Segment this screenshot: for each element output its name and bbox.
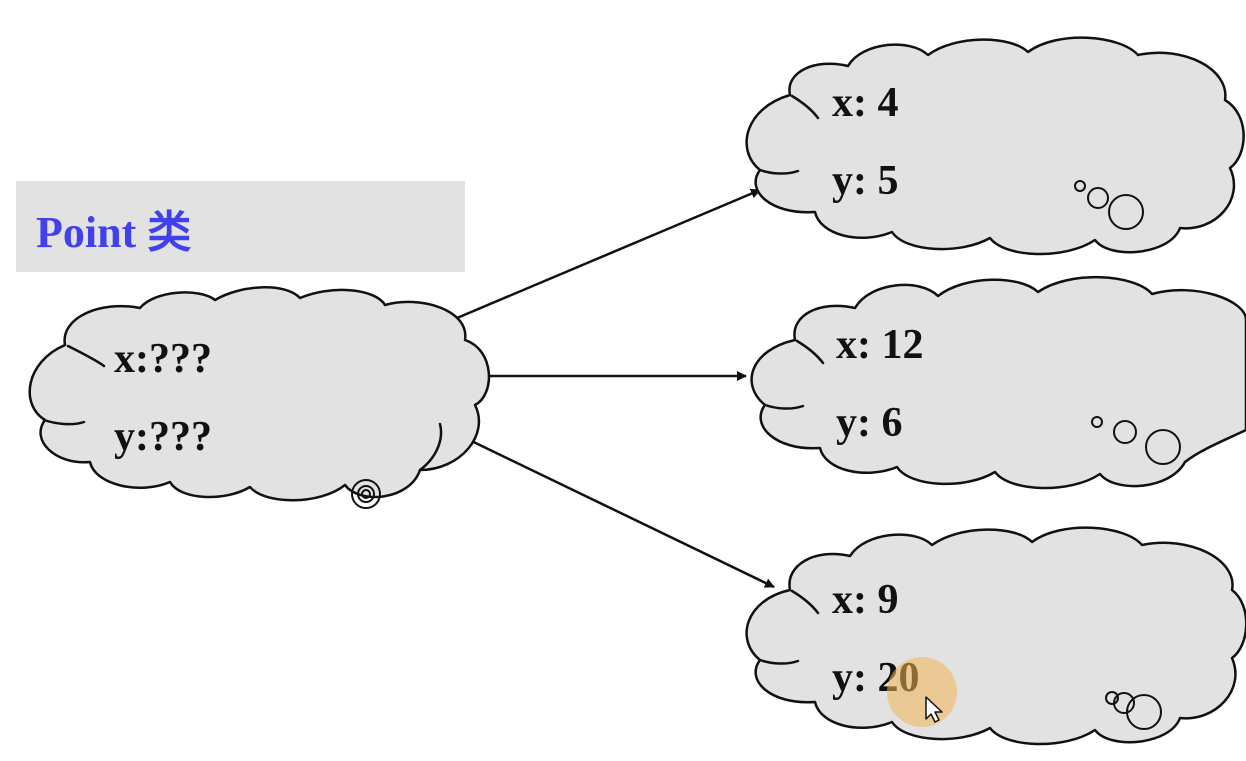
instance-cloud-1: x: 4 y: 5	[745, 36, 1245, 256]
thought-bubble-small	[1091, 416, 1103, 428]
class-y-field: y:???	[114, 414, 212, 460]
thought-bubble-medium	[1113, 420, 1137, 444]
instance-cloud-2: x: 12 y: 6	[750, 276, 1246, 490]
arrow-to-instance-1	[456, 188, 761, 320]
cursor-highlight	[887, 657, 957, 727]
instance-cloud-shape	[745, 36, 1245, 256]
thought-bubble-large	[1126, 694, 1162, 730]
instance-2-y-field: y: 6	[836, 400, 903, 446]
instance-1-y-field: y: 5	[832, 158, 899, 204]
instance-cloud-crease	[795, 339, 825, 365]
class-cloud: x:??? y:???	[28, 286, 491, 509]
thought-bubble-medium	[1113, 692, 1135, 714]
class-cloud-crease	[418, 422, 443, 472]
thought-bubble-large	[1108, 194, 1144, 230]
thought-bubble-small	[361, 489, 371, 499]
instance-cloud-3: x: 9 y: 20	[745, 526, 1246, 746]
thought-bubble-medium	[1087, 187, 1109, 209]
thought-bubble-large	[1145, 429, 1181, 465]
instance-2-x-field: x: 12	[836, 322, 924, 368]
mouse-pointer-icon	[925, 696, 943, 723]
cursor-overlay	[887, 657, 957, 727]
instance-cloud-shape	[745, 526, 1246, 746]
arrows	[456, 188, 775, 589]
instance-cloud-shape	[750, 276, 1246, 490]
class-cloud-crease	[42, 418, 86, 426]
thought-bubble-large	[351, 479, 381, 509]
instance-1-x-field: x: 4	[832, 80, 899, 126]
class-x-field: x:???	[114, 336, 212, 382]
class-cloud-shape	[28, 286, 491, 502]
title-box: Point 类	[16, 181, 465, 272]
class-cloud-crease	[66, 344, 106, 368]
thought-bubble-medium	[357, 485, 375, 503]
instance-cloud-crease	[790, 94, 820, 120]
thought-bubble-small	[1074, 180, 1086, 192]
instance-cloud-crease	[763, 403, 805, 410]
title-background	[16, 181, 465, 272]
thought-bubble-small	[1105, 691, 1119, 705]
instance-cloud-crease	[758, 168, 800, 175]
title-label: Point 类	[36, 208, 191, 257]
instance-cloud-crease	[790, 589, 820, 615]
arrow-to-instance-3	[456, 432, 775, 589]
instance-3-x-field: x: 9	[832, 577, 899, 623]
instance-cloud-crease	[758, 658, 800, 665]
